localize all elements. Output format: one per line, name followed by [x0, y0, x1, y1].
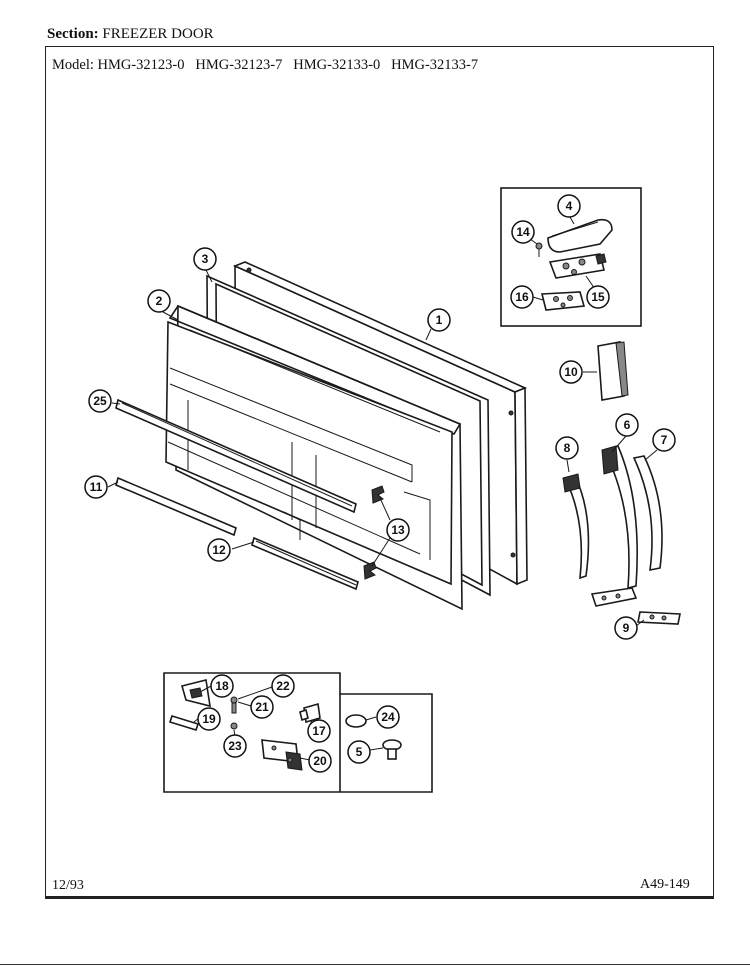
model-heading: Model: HMG-32123-0 HMG-32123-7 HMG-32133…	[52, 57, 478, 74]
svg-text:15: 15	[591, 290, 605, 304]
part-7-handle-trim	[632, 455, 663, 572]
callout-7: 7	[652, 428, 676, 452]
section-value: FREEZER DOOR	[102, 26, 214, 42]
svg-text:4: 4	[566, 199, 573, 213]
callout-18: 18	[210, 674, 234, 698]
svg-text:23: 23	[228, 739, 242, 753]
svg-text:10: 10	[564, 365, 578, 379]
callout-14: 14	[511, 220, 535, 244]
footer-rule	[45, 896, 714, 898]
diagram-frame	[45, 46, 714, 899]
part-25-shelf-rail	[115, 398, 357, 514]
hardware-inset	[163, 672, 433, 793]
model-label: Model:	[52, 57, 94, 73]
callout-23: 23	[223, 734, 247, 758]
part-6-handle-arm	[590, 445, 638, 607]
callout-21: 21	[250, 695, 274, 719]
footer-date: 12/93	[52, 878, 84, 893]
svg-text:11: 11	[90, 480, 103, 494]
callout-12: 12	[207, 538, 231, 562]
callout-16: 16	[510, 285, 534, 309]
svg-text:19: 19	[202, 712, 216, 726]
svg-text:2: 2	[156, 294, 163, 308]
svg-text:6: 6	[624, 418, 631, 432]
section-heading: Section: FREEZER DOOR	[47, 26, 214, 43]
callout-2: 2	[147, 289, 171, 313]
svg-text:7: 7	[661, 433, 668, 447]
callout-19: 19	[197, 707, 221, 731]
svg-text:16: 16	[515, 290, 529, 304]
svg-text:3: 3	[202, 252, 209, 266]
callout-4: 4	[557, 194, 581, 218]
callout-17: 17	[307, 719, 331, 743]
callout-9: 9	[614, 616, 638, 640]
svg-text:9: 9	[623, 621, 630, 635]
svg-text:20: 20	[313, 754, 327, 768]
hinge-cover-inset	[500, 187, 642, 327]
callout-22: 22	[271, 674, 295, 698]
svg-text:18: 18	[215, 679, 229, 693]
model-numbers: HMG-32123-0 HMG-32123-7 HMG-32133-0 HMG-…	[97, 57, 479, 73]
svg-text:21: 21	[255, 700, 269, 714]
svg-text:5: 5	[356, 745, 363, 759]
part-8-handle-arm	[562, 473, 590, 580]
callout-15: 15	[586, 285, 610, 309]
svg-text:14: 14	[516, 225, 530, 239]
callout-25: 25	[88, 389, 112, 413]
callout-1: 1	[427, 308, 451, 332]
callout-5: 5	[347, 740, 371, 764]
callout-20: 20	[308, 749, 332, 773]
section-label: Section:	[47, 26, 99, 42]
svg-text:13: 13	[391, 523, 405, 537]
callout-24: 24	[376, 705, 400, 729]
svg-text:24: 24	[381, 710, 395, 724]
svg-text:25: 25	[93, 394, 107, 408]
callout-6: 6	[615, 413, 639, 437]
svg-text:17: 17	[312, 724, 326, 738]
part-10-hinge-cover	[597, 341, 629, 401]
callout-10: 10	[559, 360, 583, 384]
svg-text:12: 12	[212, 543, 226, 557]
svg-text:22: 22	[276, 679, 290, 693]
part-9-hinge-plate	[637, 611, 681, 625]
page-bottom-rule	[0, 964, 750, 965]
callout-13: 13	[386, 518, 410, 542]
svg-text:8: 8	[564, 441, 571, 455]
svg-text:1: 1	[436, 313, 443, 327]
callout-8: 8	[555, 436, 579, 460]
callout-11: 11	[84, 475, 108, 499]
footer-page-code: A49-149	[640, 877, 690, 892]
callout-3: 3	[193, 247, 217, 271]
